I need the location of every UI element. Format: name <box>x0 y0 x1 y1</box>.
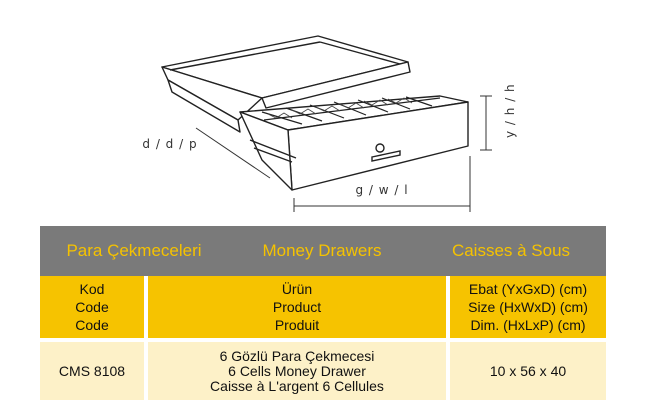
height-label: y / h / h <box>503 83 517 138</box>
subheader-code-fr: Code <box>75 317 109 333</box>
subheader-size-fr: Dim. (HxLxP) (cm) <box>470 317 586 333</box>
header-tr: Para Çekmeceleri <box>66 241 202 260</box>
subheader-product-fr: Produit <box>274 317 320 333</box>
subheader-code: Kod Code Code <box>40 276 144 338</box>
row-code: CMS 8108 <box>40 342 144 400</box>
header-fr: Caisses à Sous <box>451 241 571 260</box>
product-table: Para Çekmeceleri Money Drawers Caisses à… <box>40 226 606 400</box>
table-subheader: Kod Code Code Ürün Product Produit Ebat … <box>40 276 606 338</box>
width-label: g / w / l <box>355 183 408 197</box>
subheader-code-tr: Kod <box>79 281 105 297</box>
subheader-size-en: Size (HxWxD) (cm) <box>468 299 588 315</box>
header-en: Money Drawers <box>262 241 382 260</box>
subheader-size: Ebat (YxGxD) (cm) Size (HxWxD) (cm) Dim.… <box>450 276 606 338</box>
subheader-product-en: Product <box>272 299 322 315</box>
money-drawer-illustration: y / h / h g / w / l d / d / p <box>142 35 517 212</box>
table-row: CMS 8108 6 Gözlü Para Çekmecesi 6 Cells … <box>40 342 606 400</box>
row-product-tr: 6 Gözlü Para Çekmecesi <box>219 347 375 364</box>
table-header: Para Çekmeceleri Money Drawers Caisses à… <box>40 226 606 276</box>
row-product-en: 6 Cells Money Drawer <box>228 362 366 379</box>
row-size: 10 x 56 x 40 <box>450 342 606 400</box>
subheader-product-tr: Ürün <box>281 281 313 297</box>
subheader-product: Ürün Product Produit <box>148 276 446 338</box>
subheader-code-en: Code <box>75 299 109 315</box>
subheader-size-tr: Ebat (YxGxD) (cm) <box>468 281 588 297</box>
depth-label: d / d / p <box>142 137 197 151</box>
row-product: 6 Gözlü Para Çekmecesi 6 Cells Money Dra… <box>148 342 446 400</box>
row-product-fr: Caisse à L'argent 6 Cellules <box>210 377 384 394</box>
